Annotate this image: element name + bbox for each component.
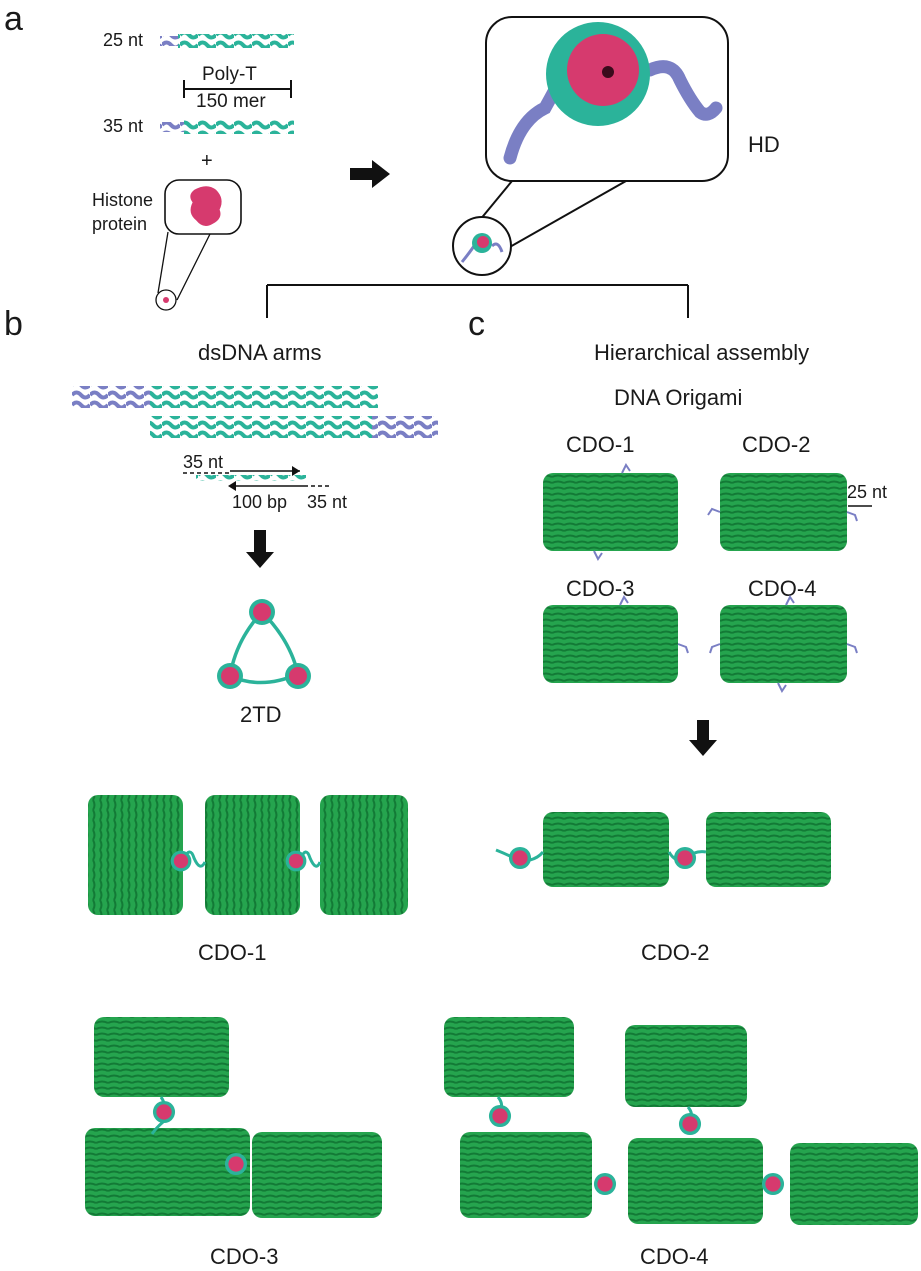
origami-top: [94, 1017, 229, 1097]
assembly-cdo4: CDO-4: [444, 1017, 918, 1269]
origami-bottom-right: [252, 1132, 382, 1218]
origami-cdo1: [543, 473, 678, 551]
origami-vertical-1: [88, 795, 183, 915]
arm2-ss: [372, 416, 438, 438]
origami-top-left: [444, 1017, 574, 1097]
triangle-dna: [228, 609, 301, 685]
panel-b: dsDNA arms 35 nt 100 bp 35 nt 2TD: [72, 340, 438, 727]
panel-label-c: c: [468, 305, 485, 343]
origami-cdo4: [720, 605, 847, 683]
down-arrow-icon: [246, 530, 274, 568]
plus-sign: +: [201, 150, 213, 172]
label-35nt: 35 nt: [103, 116, 143, 136]
panel-label-b: b: [4, 305, 23, 343]
origami-vertical-3: [320, 795, 408, 915]
down-arrow-icon-c: [689, 720, 717, 756]
assembly-cdo3: CDO-3: [85, 1017, 382, 1269]
label-cdo4-c: CDO-4: [748, 576, 816, 601]
dna-duplex-35: [184, 120, 294, 134]
panel-c: Hierarchical assembly DNA Origami CDO-1 …: [543, 340, 887, 756]
right-arrow-icon: [350, 160, 390, 188]
label-histone: Histone: [92, 190, 153, 210]
arm1-ds: [150, 386, 378, 408]
label-cdo1-bottom: CDO-1: [198, 940, 266, 965]
origami-cdo3: [543, 605, 678, 683]
label-35nt-bottom: 35 nt: [307, 492, 347, 512]
origami-horizontal-2: [706, 812, 831, 887]
label-hd: HD: [748, 132, 780, 157]
label-cdo4-bottom: CDO-4: [640, 1244, 708, 1269]
origami-horizontal-1: [543, 812, 669, 887]
label-25nt-c: 25 nt: [847, 482, 887, 502]
label-cdo3-bottom: CDO-3: [210, 1244, 278, 1269]
label-25nt: 25 nt: [103, 30, 143, 50]
origami-cdo2: [720, 473, 847, 551]
label-100bp: 100 bp: [232, 492, 287, 512]
label-cdo2-bottom: CDO-2: [641, 940, 709, 965]
title-hierarchical-assembly: Hierarchical assembly: [594, 340, 809, 365]
ss-overhang-25: [160, 36, 182, 46]
dna-duplex-25: [178, 34, 294, 48]
arm2-ds: [150, 416, 378, 438]
assembly-cdo1: CDO-1: [88, 795, 408, 965]
label-polyt: Poly-T: [202, 64, 257, 85]
origami-bottom-right-4: [790, 1143, 918, 1225]
origami-vertical-2: [205, 795, 300, 915]
origami-bottom-mid-4: [628, 1138, 763, 1224]
label-cdo1-c: CDO-1: [566, 432, 634, 457]
title-dsdna-arms: dsDNA arms: [198, 340, 321, 365]
ss-arm-right: [643, 60, 723, 121]
origami-bottom-left: [85, 1128, 250, 1216]
label-cdo2-c: CDO-2: [742, 432, 810, 457]
ss-overhang-35: [160, 122, 188, 132]
panel-a: 25 nt Poly-T 150 mer 35 nt + Histone pro…: [92, 16, 780, 318]
label-protein: protein: [92, 214, 147, 234]
origami-top-right: [625, 1025, 747, 1107]
label-35nt-top: 35 nt: [183, 452, 223, 472]
origami-bottom-left-4: [460, 1132, 592, 1218]
arm1-ss: [72, 386, 154, 408]
subtitle-dna-origami: DNA Origami: [614, 385, 742, 410]
assembly-cdo2: CDO-2: [495, 812, 831, 965]
label-150mer: 150 mer: [196, 91, 266, 112]
panel-label-a: a: [4, 0, 23, 38]
label-2td: 2TD: [240, 702, 282, 727]
